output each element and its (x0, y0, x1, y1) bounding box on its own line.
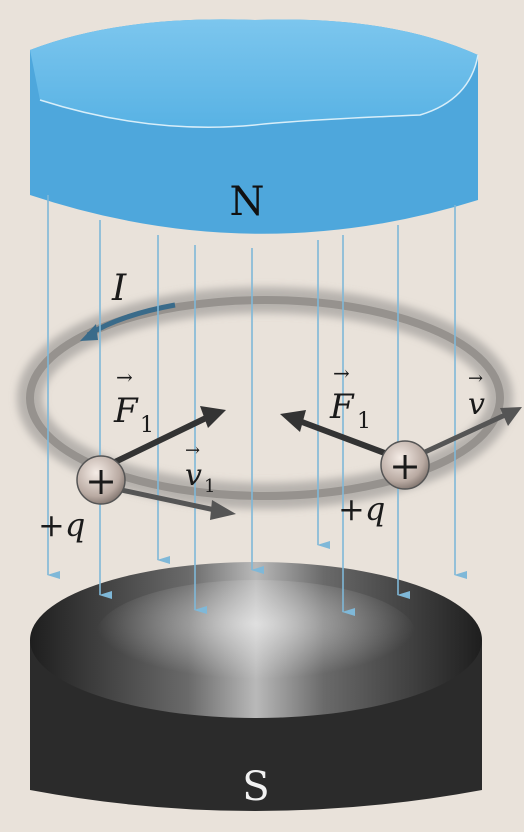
north-magnet: N (30, 19, 479, 234)
south-label: S (242, 764, 269, 810)
right-velocity-arrow (423, 412, 507, 455)
left-force-arrow-mark: → (116, 365, 133, 389)
right-charge-sign: + (389, 444, 421, 488)
right-velocity-arrow-mark: → (468, 368, 483, 389)
left-charge-label: +q (38, 506, 85, 544)
left-velocity-arrow (111, 485, 216, 513)
left-charge-group: + +q → F 1 → v 1 (38, 365, 236, 544)
left-charge-sign: + (85, 459, 117, 503)
north-label: N (230, 179, 265, 225)
field-lines (47, 195, 467, 616)
right-charge-label: +q (338, 490, 385, 528)
current-label: I (111, 268, 127, 309)
south-magnet: S (30, 562, 482, 811)
right-force-label: F (329, 387, 355, 427)
left-velocity-arrow-mark: → (185, 440, 200, 461)
right-charge-ball (380, 440, 430, 490)
left-velocity-sub: 1 (204, 476, 215, 497)
left-force-arrow (113, 414, 210, 465)
right-velocity-label: v (468, 387, 485, 422)
left-force-sub: 1 (140, 413, 154, 438)
right-force-arrow (300, 419, 392, 458)
current-ring (17, 287, 513, 509)
left-velocity-label: v (185, 458, 202, 493)
right-force-arrow-mark: → (333, 361, 350, 385)
left-charge-ball (76, 455, 126, 505)
left-force-label: F (113, 391, 139, 431)
right-force-sub: 1 (357, 409, 371, 434)
right-charge-group: + +q → F 1 → v (280, 361, 522, 528)
